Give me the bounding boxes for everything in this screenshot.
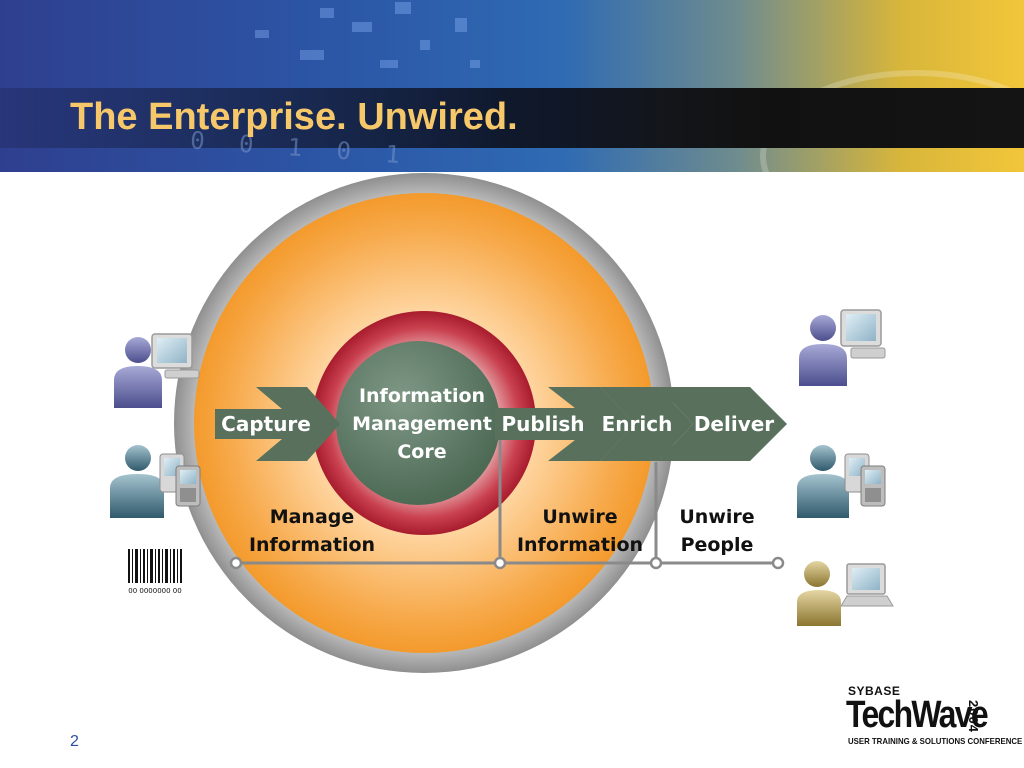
timeline-node bbox=[771, 556, 785, 570]
arrow-label-publish: Publish bbox=[501, 412, 584, 436]
person-laptop-icon bbox=[797, 561, 894, 626]
page-title: The Enterprise. Unwired. bbox=[70, 96, 518, 138]
stage-label-manage-line-1: Manage bbox=[270, 506, 355, 528]
decor-square bbox=[320, 8, 334, 18]
decor-square bbox=[255, 30, 269, 38]
arrow-capture: Capture bbox=[215, 387, 340, 461]
decor-square bbox=[470, 60, 480, 68]
logo-product: TechWave bbox=[846, 694, 989, 736]
arrow-label-capture: Capture bbox=[221, 412, 311, 436]
arrow-enrich: Enrich bbox=[600, 387, 693, 461]
arrow-label-enrich: Enrich bbox=[602, 412, 673, 436]
title-band bbox=[0, 88, 1024, 148]
core-label-line-3: Core bbox=[397, 441, 446, 463]
arrow-label-deliver: Deliver bbox=[694, 412, 774, 436]
stage-label-unwire-people-line-1: Unwire bbox=[679, 506, 754, 528]
timeline-node bbox=[649, 556, 663, 570]
logo-tagline: USER TRAINING & SOLUTIONS CONFERENCE bbox=[848, 736, 1023, 746]
barcode-number: 00 0000000 00 bbox=[128, 587, 181, 595]
stage-label-unwire-people-line-2: People bbox=[681, 534, 754, 556]
core-label-line-2: Management bbox=[352, 413, 492, 435]
timeline bbox=[229, 440, 785, 570]
arrow-publish: Publish bbox=[495, 387, 635, 461]
decor-square bbox=[455, 18, 467, 32]
stage-label-unwire-info-line-1: Unwire bbox=[542, 506, 617, 528]
decor-square bbox=[380, 60, 398, 68]
timeline-node bbox=[229, 556, 243, 570]
timeline-node bbox=[493, 556, 507, 570]
stage-label-manage-line-2: Information bbox=[249, 534, 375, 556]
logo-year: 2004 bbox=[966, 700, 981, 733]
person-desktop-icon bbox=[799, 309, 886, 386]
header-banner: 0 0 1 0 1 The Enterprise. Unwired. bbox=[0, 0, 1024, 172]
decor-square bbox=[352, 22, 372, 32]
decor-square bbox=[300, 50, 324, 60]
information-core bbox=[336, 341, 500, 505]
arrow-deliver: Deliver bbox=[658, 387, 787, 461]
logo-brand: SYBASE bbox=[848, 684, 901, 698]
techwave-logo: SYBASE TechWave 2004 USER TRAINING & SOL… bbox=[846, 684, 1022, 748]
core-label-line-1: Information bbox=[359, 385, 485, 407]
stage-label-unwire-info-line-2: Information bbox=[517, 534, 643, 556]
person-mobile-icon bbox=[110, 445, 201, 518]
person-desktop-icon bbox=[114, 333, 200, 408]
decor-square bbox=[420, 40, 430, 50]
decor-square bbox=[395, 2, 411, 14]
page-number: 2 bbox=[70, 733, 79, 750]
person-mobile-icon bbox=[797, 445, 886, 518]
barcode-icon: 00 0000000 00 bbox=[128, 549, 182, 595]
